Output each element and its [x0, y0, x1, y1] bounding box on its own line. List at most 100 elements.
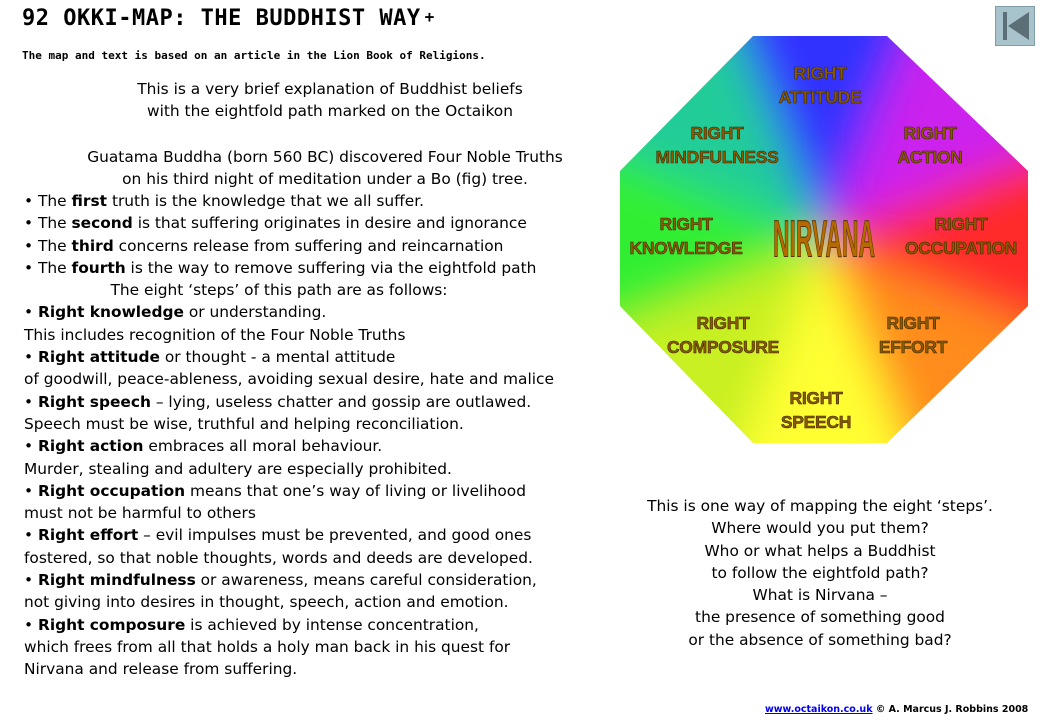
title-plus[interactable]: +: [424, 7, 435, 26]
step-text: or thought - a mental attitude: [159, 348, 396, 367]
bullet-icon: •: [24, 348, 38, 367]
octaikon-diagram: NIRVANA RIGHT ATTITUDE RIGHT ACTION RIGH…: [620, 36, 1028, 443]
label-right-speech-2: SPEECH: [781, 412, 851, 432]
title-text: 92 OKKI-MAP: THE BUDDHIST WAY: [22, 6, 421, 31]
step-text: or awareness, means careful consideratio…: [195, 571, 537, 590]
label-right-occupation-2: OCCUPATION: [905, 238, 1017, 258]
buddha-line: on his third night of meditation under a…: [122, 170, 528, 188]
step-text: embraces all moral behaviour.: [143, 437, 383, 456]
truth-text: is the way to remove suffering via the e…: [125, 258, 537, 277]
steps-heading: The eight ‘steps’ of this path are as fo…: [110, 281, 448, 300]
segment-bottom: [720, 239, 928, 443]
step-continuation: fostered, so that noble thoughts, words …: [24, 548, 533, 567]
segment-top: [720, 36, 928, 239]
label-right-mindfulness-2: MINDFULNESS: [655, 147, 778, 167]
bullet-icon: •: [24, 258, 38, 277]
step-text: is achieved by intense concentration,: [185, 615, 479, 634]
label-right-knowledge-2: KNOWLEDGE: [630, 238, 743, 258]
segment-right: [824, 136, 1028, 346]
buddha-intro: Guatama Buddha (born 560 BC) discovered …: [40, 146, 610, 190]
truth-text: truth is the knowledge that we all suffe…: [107, 192, 425, 210]
question-line: the presence of something good: [695, 608, 945, 627]
noble-truths-list: • The first truth is the knowledge that …: [24, 190, 624, 279]
step-name: Right speech: [37, 392, 151, 411]
label-right-action-2: ACTION: [897, 147, 962, 167]
bullet-icon: •: [24, 236, 38, 255]
truth-item: • The third concerns release from suffer…: [24, 235, 624, 257]
step-item: • Right mindfulness or awareness, means …: [24, 569, 624, 591]
intro-line: with the eightfold path marked on the Oc…: [147, 102, 513, 120]
questions-block: This is one way of mapping the eight ‘st…: [620, 495, 1020, 651]
truth-item: • The second is that suffering originate…: [24, 212, 624, 234]
truth-ordinal: fourth: [71, 258, 126, 277]
explanation-column: • The first truth is the knowledge that …: [24, 190, 624, 681]
step-text: – evil impulses must be prevented, and g…: [138, 526, 532, 545]
label-right-effort-2: EFFORT: [879, 337, 948, 357]
truth-ordinal: second: [71, 214, 133, 233]
step-item: • Right speech – lying, useless chatter …: [24, 391, 624, 413]
segment-left: [620, 136, 824, 346]
octaikon-link[interactable]: www.octaikon.co.uk: [765, 704, 873, 715]
step-continuation: of goodwill, peace-ableness, avoiding se…: [24, 370, 554, 389]
question-line: or the absence of something bad?: [688, 630, 952, 649]
step-text: or understanding.: [183, 303, 327, 322]
bullet-icon: •: [24, 303, 38, 322]
step-name: Right attitude: [37, 348, 160, 367]
step-continuation: Speech must be wise, truthful and helpin…: [24, 414, 464, 433]
step-text: means that one’s way of living or liveli…: [185, 481, 526, 500]
label-right-occupation-1: RIGHT: [935, 214, 989, 234]
truth-text: concerns release from suffering and rein…: [113, 236, 504, 255]
nirvana-label: NIRVANA: [773, 210, 875, 268]
question-line: What is Nirvana –: [752, 586, 888, 605]
bullet-icon: •: [24, 392, 38, 411]
step-continuation: This includes recognition of the Four No…: [24, 325, 406, 344]
bullet-icon: •: [24, 571, 38, 590]
intro-text: This is a very brief explanation of Budd…: [95, 78, 565, 122]
bullet-icon: •: [24, 526, 38, 545]
question-line: Who or what helps a Buddhist: [704, 541, 936, 560]
label-right-knowledge-1: RIGHT: [660, 214, 714, 234]
label-right-mindfulness-1: RIGHT: [691, 123, 745, 143]
step-item: • Right attitude or thought - a mental a…: [24, 346, 624, 368]
label-right-attitude-1: RIGHT: [794, 63, 848, 83]
bullet-icon: •: [24, 615, 38, 634]
step-item: • Right effort – evil impulses must be p…: [24, 524, 624, 546]
buddha-line: Guatama Buddha (born 560 BC) discovered …: [87, 148, 563, 166]
step-name: Right mindfulness: [37, 571, 196, 590]
step-continuation: Murder, stealing and adultery are especi…: [24, 459, 452, 478]
eightfold-steps-list: • Right knowledge or understanding. This …: [24, 301, 624, 680]
truth-pre: The: [37, 236, 72, 255]
truth-ordinal: first: [71, 192, 108, 210]
truth-text: is that suffering originates in desire a…: [132, 214, 527, 233]
label-right-effort-1: RIGHT: [887, 313, 941, 333]
label-right-action-1: RIGHT: [904, 123, 958, 143]
step-item: • Right knowledge or understanding.: [24, 301, 624, 323]
question-line: to follow the eightfold path?: [711, 563, 929, 582]
bullet-icon: •: [24, 214, 38, 233]
step-continuation: which frees from all that holds a holy m…: [24, 637, 511, 656]
label-right-speech-1: RIGHT: [790, 388, 844, 408]
question-line: This is one way of mapping the eight ‘st…: [647, 497, 993, 515]
step-name: Right action: [37, 437, 144, 456]
skip-back-icon: [1003, 12, 1029, 40]
step-item: • Right occupation means that one’s way …: [24, 480, 624, 502]
step-name: Right knowledge: [37, 303, 184, 322]
question-line: Where would you put them?: [711, 519, 929, 538]
truth-item: • The fourth is the way to remove suffer…: [24, 257, 624, 279]
label-right-attitude-2: ATTITUDE: [779, 87, 862, 107]
step-name: Right effort: [37, 526, 139, 545]
truth-item: • The first truth is the knowledge that …: [24, 190, 624, 212]
step-continuation: not giving into desires in thought, spee…: [24, 593, 509, 612]
step-name: Right occupation: [37, 481, 186, 500]
back-button[interactable]: [995, 6, 1035, 46]
step-text: – lying, useless chatter and gossip are …: [150, 392, 532, 411]
step-continuation: Nirvana and release from suffering.: [24, 660, 298, 679]
truth-ordinal: third: [71, 236, 114, 255]
step-name: Right composure: [37, 615, 186, 634]
label-right-composure-2: COMPOSURE: [667, 337, 779, 357]
copyright-text: © A. Marcus J. Robbins 2008: [872, 704, 1029, 715]
step-continuation: must not be harmful to others: [24, 504, 256, 523]
page-title: 92 OKKI-MAP: THE BUDDHIST WAY+: [22, 6, 435, 31]
intro-line: This is a very brief explanation of Budd…: [137, 80, 523, 98]
bullet-icon: •: [24, 437, 38, 456]
